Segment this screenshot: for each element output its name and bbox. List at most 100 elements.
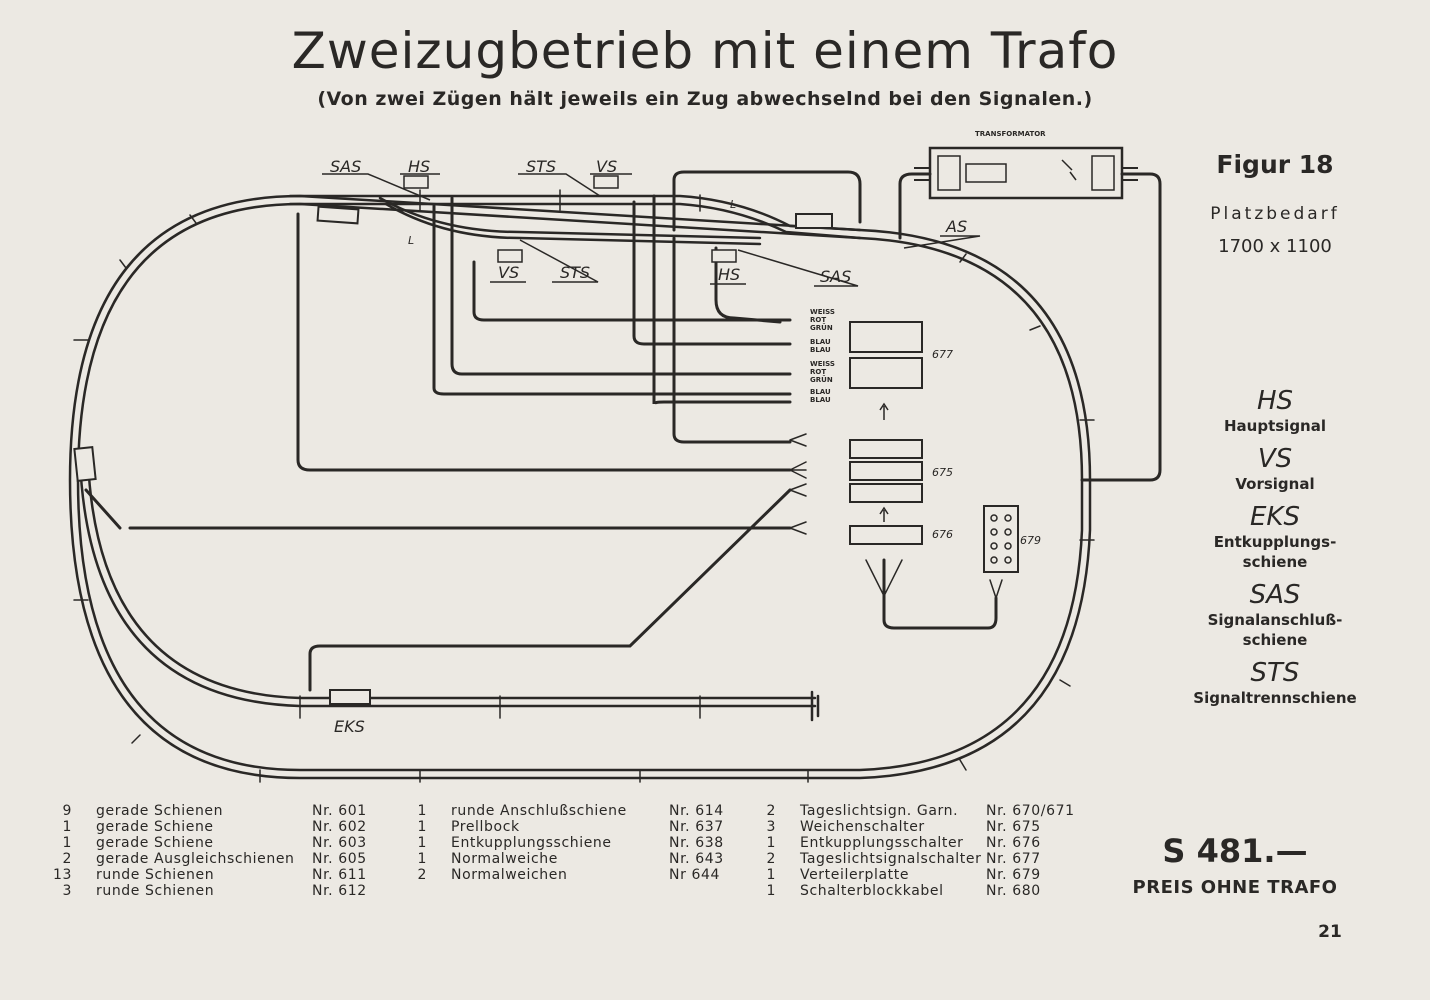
legend-abbr: VS (1257, 444, 1293, 474)
parts-name: Normalweichen (451, 867, 568, 883)
wire-blau-1: BLAU (810, 338, 831, 346)
parts-number: Nr. 614 (669, 803, 724, 819)
parts-number: Nr. 679 (986, 867, 1041, 883)
inner-spur-track (78, 458, 817, 708)
parts-name: gerade Schiene (96, 835, 214, 851)
label-hs-mid: HS (718, 265, 740, 284)
page-title: Zweizugbetrieb mit einem Trafo (291, 22, 1119, 80)
parts-row: 3 runde Schienen Nr. 612 (50, 883, 380, 899)
parts-number: Nr. 602 (312, 819, 367, 835)
price: S 481.— (1162, 832, 1308, 870)
wire-rot-1: ROT (810, 316, 826, 324)
eks-track-section (329, 689, 371, 705)
legend-abbr: EKS (1250, 502, 1300, 532)
parts-qty: 1 (766, 835, 776, 851)
legend-desc-line: schiene (1242, 553, 1308, 571)
legend-desc: Vorsignal (1235, 475, 1315, 493)
rail-joints (73, 189, 1095, 783)
abbreviation-legend: HS Hauptsignal VS Vorsignal EKS Entkuppl… (1180, 386, 1370, 716)
parts-qty: 1 (417, 835, 427, 851)
parts-qty: 1 (766, 867, 776, 883)
label-sas-top: SAS (330, 157, 361, 176)
transformer (914, 146, 1138, 200)
wire-blau-2: BLAU (810, 346, 831, 354)
parts-name: Prellbock (451, 819, 520, 835)
buffer-stop (810, 690, 820, 722)
legend-abbr: HS (1256, 386, 1294, 416)
space-value: 1700 x 1100 (1218, 236, 1332, 257)
distributor-plate-679 (983, 505, 1019, 573)
outer-loop-track (68, 194, 1092, 780)
parts-number: Nr. 677 (986, 851, 1041, 867)
parts-qty: 2 (766, 851, 776, 867)
parts-name: gerade Ausgleichschienen (96, 851, 295, 867)
figure-number: Figur 18 (1216, 150, 1334, 179)
label-676: 676 (932, 528, 953, 541)
wire-gruen-1: GRÜN (810, 323, 833, 332)
hs-signal-top (403, 175, 429, 189)
parts-name: gerade Schiene (96, 819, 214, 835)
parts-name: Weichenschalter (800, 819, 925, 835)
parts-qty: 1 (417, 803, 427, 819)
parts-qty: 1 (766, 883, 776, 899)
hs-signal-mid (711, 249, 737, 263)
label-leaders (322, 173, 981, 287)
switch-677-upper (849, 321, 923, 353)
parts-name: Verteilerplatte (800, 867, 910, 883)
parts-number: Nr. 611 (312, 867, 367, 883)
parts-number: Nr. 612 (312, 883, 367, 899)
parts-number: Nr. 675 (986, 819, 1041, 835)
vs-signal-mid (497, 249, 523, 263)
parts-qty: 1 (62, 835, 72, 851)
parts-qty: 1 (62, 819, 72, 835)
parts-name: runde Schienen (96, 883, 215, 899)
parts-number: Nr. 637 (669, 819, 724, 835)
page-subtitle: (Von zwei Zügen hält jeweils ein Zug abw… (317, 88, 1093, 110)
parts-qty: 1 (417, 819, 427, 835)
switch-675-b (849, 461, 923, 481)
parts-name: Entkupplungsschiene (451, 835, 612, 851)
sas-track-section-left (316, 205, 360, 225)
wire-weiss-2: WEISS (810, 360, 835, 368)
parts-name: Tageslichtsignalschalter (800, 851, 982, 867)
parts-number: Nr. 638 (669, 835, 724, 851)
switch-box-left (73, 446, 97, 482)
transformer-label: TRANSFORMATOR (975, 130, 1046, 138)
switch-677-lower (849, 357, 923, 389)
parts-number: Nr. 643 (669, 851, 724, 867)
parts-qty: 2 (766, 803, 776, 819)
price-note: PREIS OHNE TRAFO (1132, 877, 1338, 898)
parts-row: 1 Schalterblockkabel Nr. 680 (754, 883, 1084, 899)
wire-fanouts (789, 433, 1003, 621)
legend-desc: Signalanschluß- schiene (1180, 610, 1370, 650)
parts-qty: 13 (52, 867, 72, 883)
label-l-right: L (730, 198, 736, 211)
switch-blocks (849, 321, 1019, 573)
wire-weiss-1: WEISS (810, 308, 835, 316)
vs-signal-top (593, 175, 619, 189)
parts-number: Nr. 680 (986, 883, 1041, 899)
wire-blau-3: BLAU (810, 388, 831, 396)
legend-desc: Signaltrennschiene (1193, 689, 1357, 707)
parts-row: 1 Verteilerplatte Nr. 679 (754, 867, 1084, 883)
legend-desc: Entkupplungs- schiene (1180, 532, 1370, 572)
label-sts-top: STS (526, 157, 556, 176)
parts-qty: 3 (766, 819, 776, 835)
wire-rot-2: ROT (810, 368, 826, 376)
legend-abbr: SAS (1249, 580, 1301, 610)
signals (403, 175, 737, 263)
parts-name: Normalweiche (451, 851, 558, 867)
parts-name: Schalterblockkabel (800, 883, 944, 899)
label-eks: EKS (334, 717, 365, 736)
parts-qty: 3 (62, 883, 72, 899)
